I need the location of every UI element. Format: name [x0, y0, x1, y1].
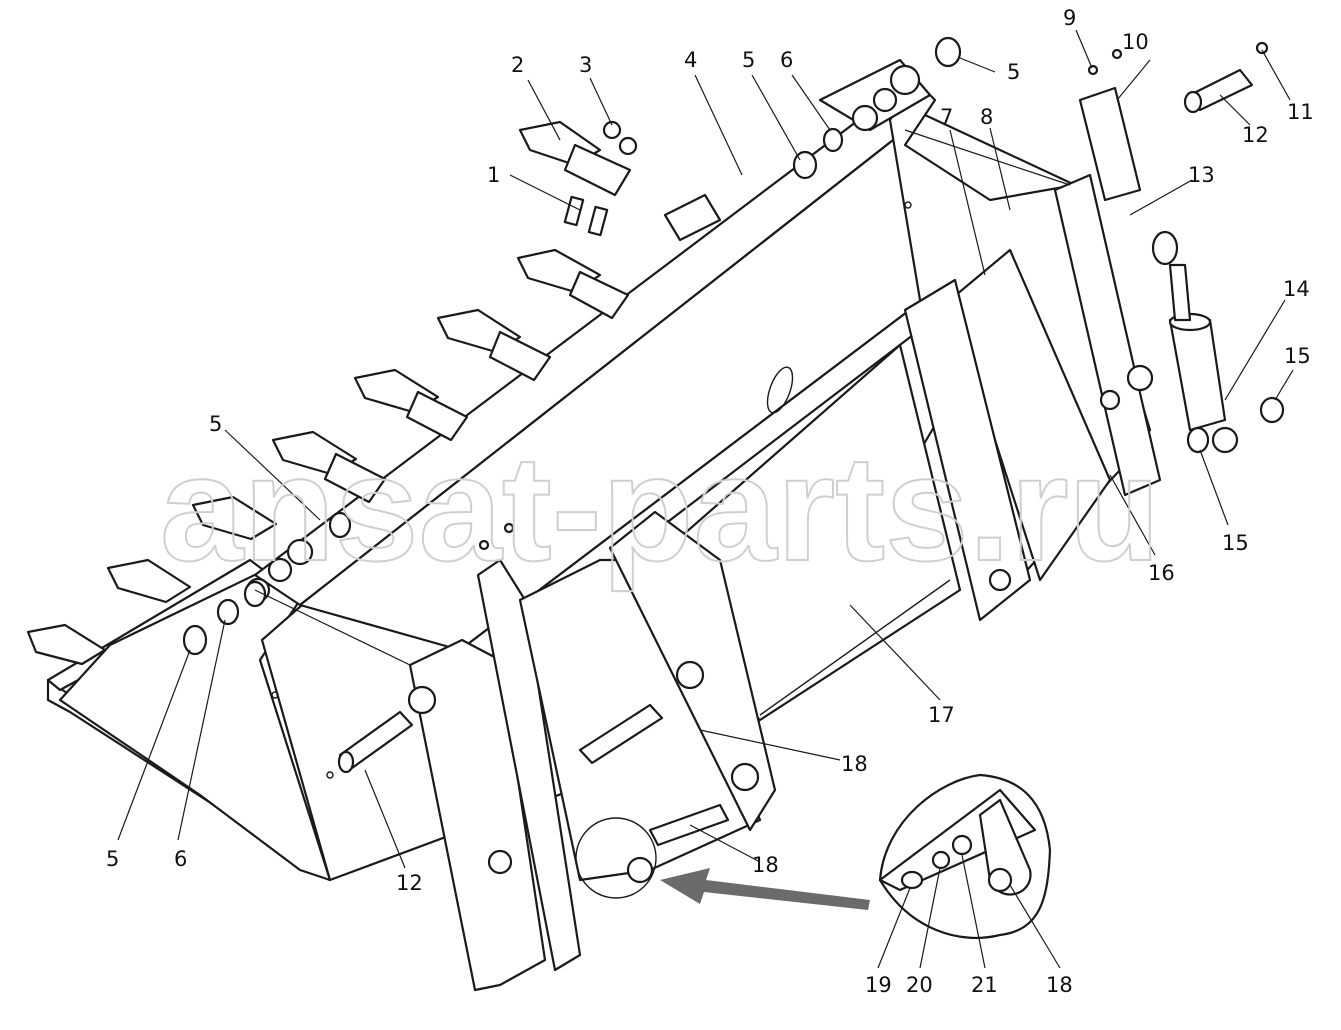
tooth-8	[26, 623, 107, 666]
tooth-7	[106, 558, 192, 604]
detail-inset	[575, 773, 1052, 939]
callout-16: 16	[1148, 561, 1175, 585]
callout-5: 5	[106, 847, 119, 871]
callout-18: 18	[752, 853, 779, 877]
right-mount-and-cylinder	[328, 36, 1285, 622]
callout-2: 2	[511, 53, 524, 77]
callout-18: 18	[1046, 973, 1073, 997]
callout-21: 21	[971, 973, 998, 997]
callout-12: 12	[396, 871, 423, 895]
callout-1: 1	[487, 163, 500, 187]
watermark-text: ansat-parts.ru	[160, 424, 1160, 592]
leader-lines	[117, 29, 1294, 969]
callout-10: 10	[1122, 30, 1149, 54]
callout-3: 3	[579, 53, 592, 77]
callout-20: 20	[906, 973, 933, 997]
callout-11: 11	[1287, 100, 1314, 124]
callout-15: 15	[1222, 531, 1249, 555]
callout-18: 18	[841, 752, 868, 776]
callout-5: 5	[209, 412, 222, 436]
callout-5: 5	[742, 48, 755, 72]
tooth-1	[518, 120, 632, 197]
callout-7: 7	[940, 105, 953, 129]
callout-6: 6	[780, 48, 793, 72]
callout-5: 5	[1007, 60, 1020, 84]
detail-arrow	[660, 868, 870, 910]
callout-13: 13	[1188, 163, 1215, 187]
tooth-5	[271, 430, 387, 504]
callout-14: 14	[1283, 277, 1310, 301]
callout-8: 8	[980, 105, 993, 129]
callout-4: 4	[684, 48, 697, 72]
left-mount-plate	[182, 510, 777, 992]
callout-15: 15	[1284, 344, 1311, 368]
tooth-6	[191, 495, 278, 541]
callout-labels: 1 2 3 4 5 6 5 7 8 9 10 11 12 13 14 15 15…	[106, 6, 1314, 997]
tooth-3	[436, 308, 552, 382]
callout-19: 19	[865, 973, 892, 997]
bucket-teeth	[26, 120, 638, 666]
callout-6: 6	[174, 847, 187, 871]
tooth-2	[516, 248, 630, 320]
callout-9: 9	[1063, 6, 1076, 30]
tooth-4	[353, 368, 469, 442]
callout-17: 17	[928, 703, 955, 727]
callout-12: 12	[1242, 123, 1269, 147]
